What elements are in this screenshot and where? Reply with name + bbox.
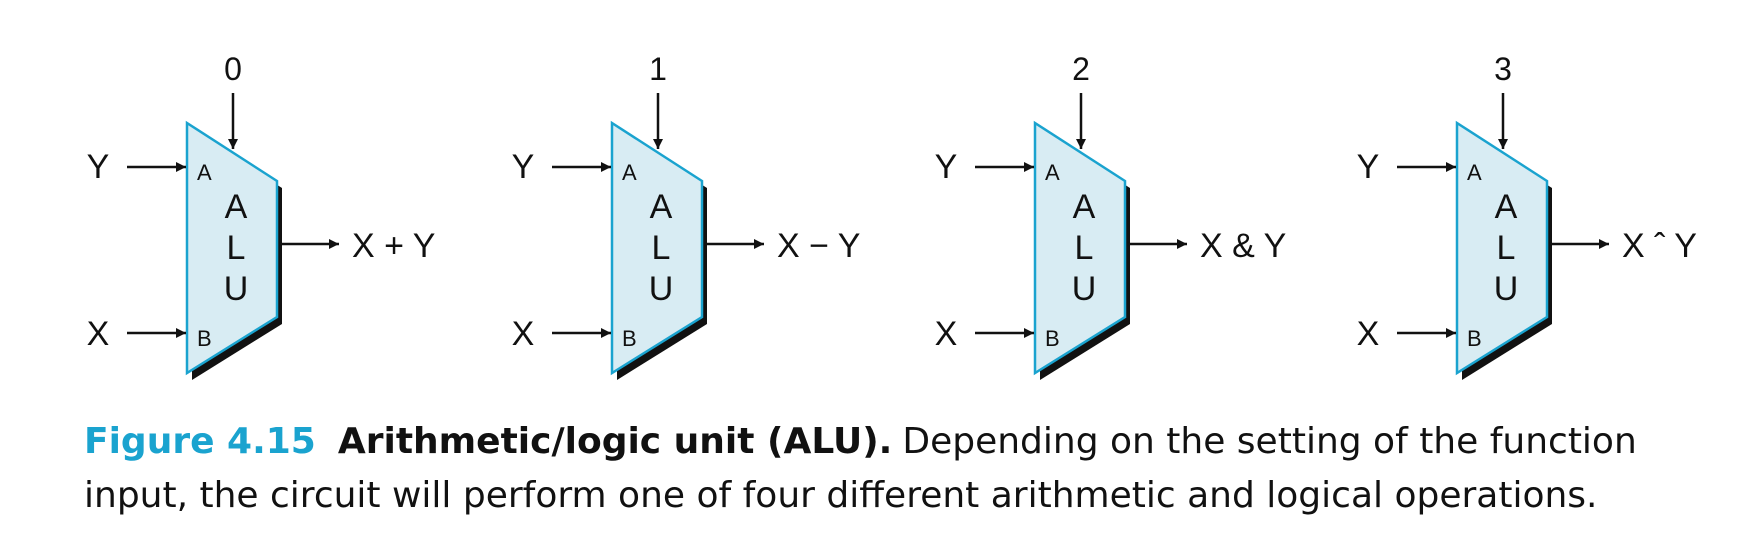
alu-unit-3: 3 Y X A B A L U X ˆ Y [1357,51,1697,380]
alu-letter-a: A [225,188,248,226]
figure-caption-text: Depending on the setting of the function… [84,421,1637,516]
function-code-label: 2 [1072,51,1090,87]
alu-letter-l: L [652,229,671,267]
function-code-label: 0 [224,51,242,87]
alu-letter-u: U [224,270,249,308]
alu-letter-l: L [1075,229,1094,267]
alu-letter-u: U [1494,270,1519,308]
alu-letter-u: U [1072,270,1097,308]
alu-body [1033,120,1127,376]
figure-title: Arithmetic/logic unit (ALU). [337,421,893,462]
alu-body [610,120,704,376]
alu-body [1455,120,1549,376]
output-label: X & Y [1200,227,1286,265]
port-a-label: A [622,160,637,185]
port-b-label: B [197,326,212,351]
port-a-label: A [197,160,212,185]
input-y-label: Y [512,148,535,186]
input-y-label: Y [935,148,958,186]
input-x-label: X [512,315,535,353]
alu-letter-a: A [1495,188,1518,226]
function-code-label: 1 [649,51,667,87]
port-a-label: A [1045,160,1060,185]
alu-body [185,120,279,376]
input-x-label: X [1357,315,1380,353]
alu-unit-1: 1 Y X A B A L U X − Y [512,51,861,380]
figure-caption: Figure 4.15 Arithmetic/logic unit (ALU).D… [84,415,1724,523]
alu-letter-a: A [650,188,673,226]
output-label: X ˆ Y [1622,227,1697,265]
alu-letter-l: L [1497,229,1516,267]
alu-letter-a: A [1073,188,1096,226]
port-a-label: A [1467,160,1482,185]
input-x-label: X [935,315,958,353]
alu-unit-2: 2 Y X A B A L U X & Y [935,51,1286,380]
figure-label: Figure 4.15 [84,421,316,462]
input-x-label: X [87,315,110,353]
port-b-label: B [1467,326,1482,351]
input-y-label: Y [87,148,110,186]
input-y-label: Y [1357,148,1380,186]
alu-letter-u: U [649,270,674,308]
port-b-label: B [1045,326,1060,351]
port-b-label: B [622,326,637,351]
alu-unit-0: 0 Y X A B A L U X + Y [87,51,436,380]
alu-diagram: 0 Y X A B A L U X + Y 1 Y X A B A L U X … [87,51,1697,380]
output-label: X − Y [777,227,861,265]
alu-letter-l: L [227,229,246,267]
output-label: X + Y [352,227,436,265]
function-code-label: 3 [1494,51,1512,87]
